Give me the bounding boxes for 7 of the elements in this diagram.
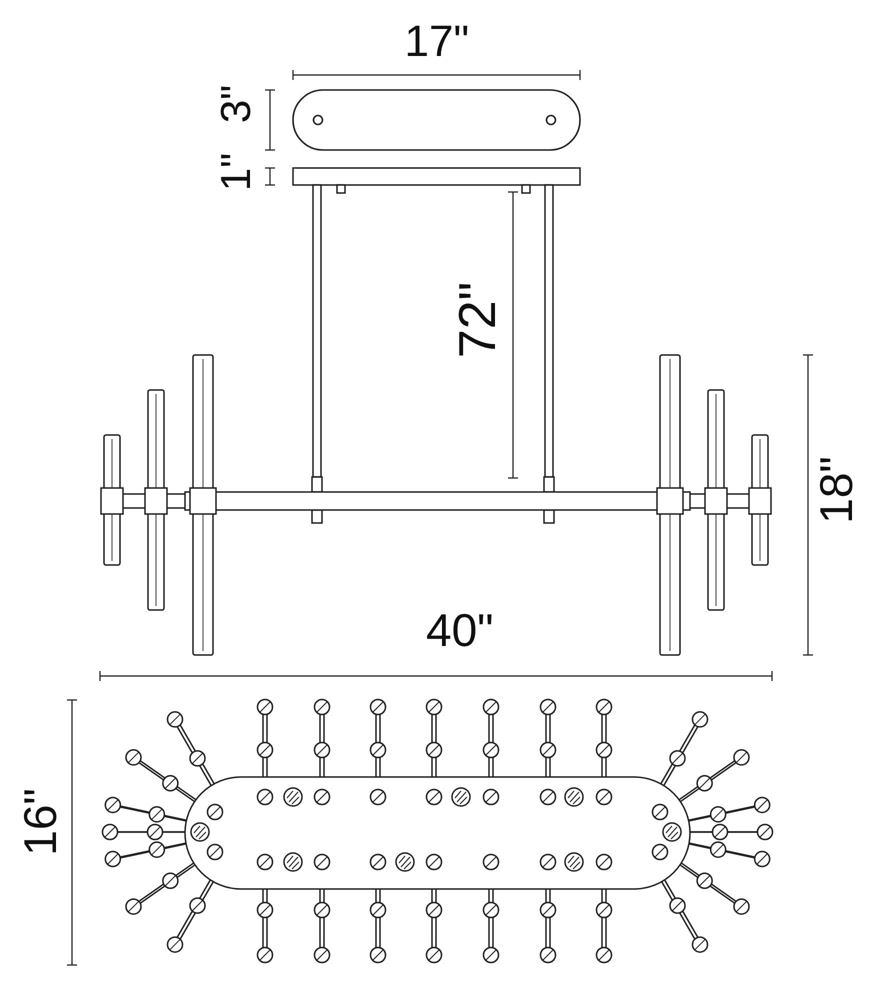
dimension-label: 3" [215, 84, 258, 124]
dimension-label: 40" [426, 607, 494, 653]
dimension-label: 18" [812, 456, 859, 524]
dimension-label: 72" [452, 282, 504, 358]
dimension-label: 1" [215, 152, 258, 192]
dimension-label: 17" [404, 20, 470, 64]
dimension-label: 16" [16, 788, 63, 856]
